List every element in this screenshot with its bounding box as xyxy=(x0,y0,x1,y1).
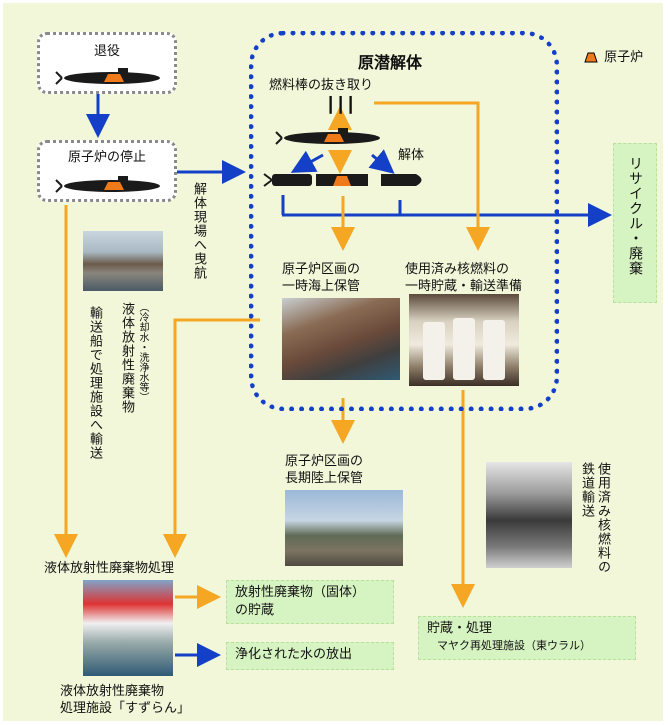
liquid-waste-sub-label: （冷却水・洗浄水等） xyxy=(137,302,148,402)
submarine-icon xyxy=(55,176,160,193)
solid-storage-box: 放射性廃棄物（固体） の貯蔵 xyxy=(226,580,394,624)
liquid-waste-photo xyxy=(83,231,163,291)
reactor-stop-box: 原子炉の停止 xyxy=(37,140,177,202)
reactor-legend-icon xyxy=(584,52,598,62)
liquid-waste-label: 液体放射性廃棄物 xyxy=(119,302,134,414)
long-term-storage-label: 原子炉区画の 長期陸上保管 xyxy=(285,454,364,486)
reactor-section-photo xyxy=(282,298,400,380)
rail-transport-label: 使用済み核燃料の鉄道輸送 xyxy=(579,462,610,574)
water-release-box: 浄化された水の放出 xyxy=(226,642,394,670)
storage-processing-sub: マヤク再処理施設（東ウラル） xyxy=(437,639,591,652)
submarine-icon xyxy=(55,68,160,85)
arrow-dismantle-left xyxy=(290,150,324,173)
decommission-box: 退役 xyxy=(37,32,177,94)
facility-caption: 液体放射性廃棄物 処理施設「すずらん」 xyxy=(60,684,191,716)
storage-processing-box: 貯蔵・処理 マヤク再処理施設（東ウラル） xyxy=(418,616,636,660)
recycle-box: リサイクル・廃棄 xyxy=(613,143,657,303)
reactor-section-temp-label: 原子炉区画の 一時海上保管 xyxy=(282,262,361,294)
arrow-liquid-waste-dismantle xyxy=(163,318,260,558)
decommission-label: 退役 xyxy=(93,44,120,59)
reactor-icon xyxy=(104,74,124,82)
submarine-icon xyxy=(275,128,380,145)
dismantle-label: 解体 xyxy=(398,148,425,163)
spent-fuel-temp-label: 使用済み核燃料の 一時貯蔵・輸送準備 xyxy=(405,262,523,294)
transport-ship-label: 輸送船で処理施設へ輸送 xyxy=(87,306,102,460)
arrow-to-spent-fuel xyxy=(374,101,490,251)
dismantle-container xyxy=(249,31,559,411)
fuel-rods-icon: ┃┃┃ xyxy=(326,96,357,114)
tow-label: 解体現場へ曳航 xyxy=(191,182,206,280)
reactor-stop-label: 原子炉の停止 xyxy=(67,150,146,165)
legend: 原子炉 xyxy=(583,46,643,66)
long-term-storage-photo xyxy=(285,490,403,566)
spent-fuel-photo xyxy=(409,294,519,386)
reactor-section-icon xyxy=(316,174,368,186)
dismantle-title: 原潜解体 xyxy=(358,53,423,72)
liquid-processing-title: 液体放射性廃棄物処理 xyxy=(44,561,175,576)
legend-reactor-label: 原子炉 xyxy=(604,50,644,65)
rail-transport-photo xyxy=(486,462,572,568)
recycle-label: リサイクル・廃棄 xyxy=(627,156,643,276)
bow-section-icon xyxy=(381,174,422,186)
fuel-removal-label: 燃料棒の抜き取り xyxy=(269,78,374,93)
storage-processing-title: 貯蔵・処理 xyxy=(427,621,493,636)
stern-section-icon xyxy=(263,173,312,187)
reactor-icon xyxy=(104,182,124,190)
arrow-dismantle-right xyxy=(368,149,395,174)
suzuran-facility-photo xyxy=(83,580,173,676)
